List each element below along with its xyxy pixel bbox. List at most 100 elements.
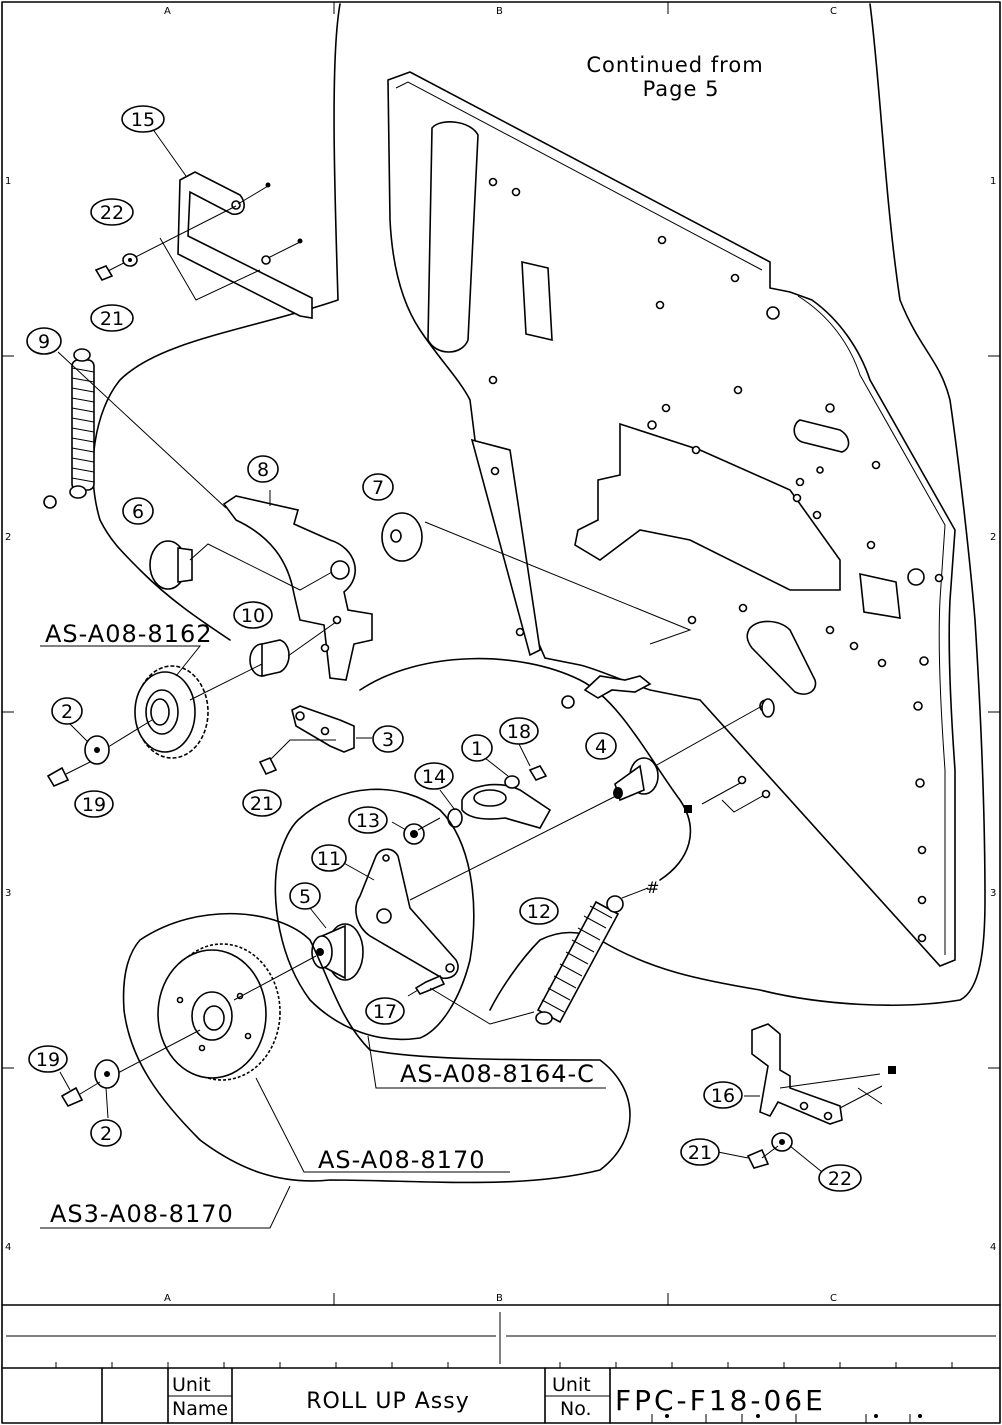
- grid-row-1-right: 1: [990, 176, 996, 187]
- part-15-axis-a: [238, 186, 268, 204]
- callout-3: 3: [373, 726, 403, 752]
- svg-text:11: 11: [317, 848, 341, 870]
- grid-row-2-right: 2: [990, 532, 996, 543]
- unit-no-label-1: Unit: [552, 1374, 591, 1396]
- svg-text:7: 7: [372, 477, 384, 499]
- callout-14: 14: [415, 763, 453, 789]
- callout-4: 4: [586, 733, 616, 759]
- svg-text:1: 1: [471, 738, 483, 760]
- callout-11: 11: [312, 845, 346, 871]
- svg-text:5: 5: [299, 886, 311, 908]
- part-15-axis-b: [268, 242, 300, 258]
- assembly-label-8164: AS-A08-8164-C: [400, 1060, 595, 1088]
- callout-22-bottom: 22: [819, 1165, 861, 1191]
- grid-col-b-top: B: [496, 6, 503, 17]
- part-9-spring: [70, 349, 94, 498]
- callout-19-a: 19: [75, 791, 113, 817]
- grid-row-3-right: 3: [990, 888, 996, 899]
- pulley-as-a08-8170: [158, 944, 280, 1080]
- gear-as-a08-8162: [135, 666, 208, 758]
- part-15-dot-a: [266, 183, 271, 188]
- part-1-slot-link: [462, 785, 550, 828]
- grid-row-1-left: 1: [5, 176, 11, 187]
- svg-text:22: 22: [100, 202, 124, 224]
- callout-6: 6: [123, 498, 153, 524]
- svg-text:21: 21: [100, 308, 124, 330]
- callout-21-bottom: 21: [681, 1139, 719, 1165]
- part-7-roller: [382, 513, 422, 561]
- callout-15: 15: [122, 106, 164, 132]
- part-15-bracket: [178, 172, 312, 318]
- callout-8: 8: [248, 456, 278, 482]
- grid-col-c-top: C: [830, 6, 837, 17]
- part-15-dot-b: [298, 239, 303, 244]
- continued-note-line2: Page 5: [643, 77, 720, 101]
- svg-text:13: 13: [356, 810, 380, 832]
- part-19-screw-a: [48, 768, 68, 786]
- svg-text:6: 6: [132, 501, 144, 523]
- grid-col-b-bottom: B: [496, 1293, 503, 1304]
- svg-text:17: 17: [373, 1001, 397, 1023]
- callout-21-mid: 21: [243, 790, 281, 816]
- part-18-screw: [530, 766, 546, 780]
- callout-16: 16: [704, 1082, 742, 1108]
- continued-note-line1: Continued from: [586, 53, 763, 77]
- plate-tab-left: [585, 676, 650, 698]
- svg-text:14: 14: [422, 766, 446, 788]
- part-1-washer: [505, 776, 519, 788]
- callout-7: 7: [363, 474, 393, 500]
- part-14-bushing: [448, 809, 462, 827]
- svg-text:16: 16: [711, 1085, 735, 1107]
- grid-row-4-left: 4: [5, 1242, 11, 1253]
- svg-text:21: 21: [688, 1142, 712, 1164]
- unit-no-label-2: No.: [560, 1398, 592, 1420]
- svg-text:3: 3: [382, 729, 394, 751]
- grid-row-3-left: 3: [5, 888, 11, 899]
- part-8-pivot-hole: [331, 561, 349, 579]
- grid-col-a-top: A: [164, 6, 171, 17]
- grid-col-a-bottom: A: [164, 1293, 171, 1304]
- svg-text:22: 22: [828, 1168, 852, 1190]
- svg-text:18: 18: [507, 721, 531, 743]
- callout-9: 9: [27, 328, 61, 354]
- grid-row-2-left: 2: [5, 532, 11, 543]
- svg-text:9: 9: [38, 331, 50, 353]
- plate-tab-hole: [562, 696, 574, 708]
- svg-text:10: 10: [241, 605, 265, 627]
- part-19-screw-b: [62, 1088, 82, 1106]
- part-17-pin: [416, 976, 444, 994]
- part-9-anchor: [44, 496, 56, 508]
- callout-10: 10: [234, 602, 272, 628]
- svg-text:15: 15: [131, 109, 155, 131]
- callout-22-top: 22: [91, 199, 133, 225]
- svg-text:8: 8: [257, 459, 269, 481]
- callout-12: 12: [520, 898, 558, 924]
- grid-col-c-bottom: C: [830, 1293, 837, 1304]
- grid-row-4-right: 4: [990, 1242, 996, 1253]
- svg-text:21: 21: [250, 793, 274, 815]
- title-block: [2, 1305, 1000, 1423]
- plate-slot-small: [522, 262, 552, 340]
- callout-2-b: 2: [91, 1120, 121, 1146]
- svg-text:2: 2: [100, 1123, 112, 1145]
- part-21-screw-top: [96, 266, 112, 280]
- svg-text:4: 4: [595, 736, 607, 758]
- unit-name-label-2: Name: [172, 1398, 228, 1420]
- svg-text:2: 2: [61, 701, 73, 723]
- callout-19-b: 19: [29, 1046, 67, 1072]
- callout-5: 5: [290, 883, 320, 909]
- assembly-label-8162: AS-A08-8162: [45, 620, 212, 648]
- callout-13: 13: [349, 807, 387, 833]
- part-8-lever: [224, 496, 372, 680]
- callout-2-a: 2: [52, 698, 82, 724]
- part-21-screw-bottom: [748, 1150, 768, 1168]
- callout-17: 17: [366, 998, 404, 1024]
- unit-name-label-1: Unit: [172, 1374, 211, 1396]
- callout-1: 1: [462, 735, 492, 761]
- assembly-label-8170: AS-A08-8170: [318, 1146, 485, 1174]
- callout-18: 18: [500, 718, 538, 744]
- assembly-label-as3-8170: AS3-A08-8170: [50, 1200, 234, 1228]
- svg-text:19: 19: [36, 1049, 60, 1071]
- part-11-arm: [356, 849, 458, 978]
